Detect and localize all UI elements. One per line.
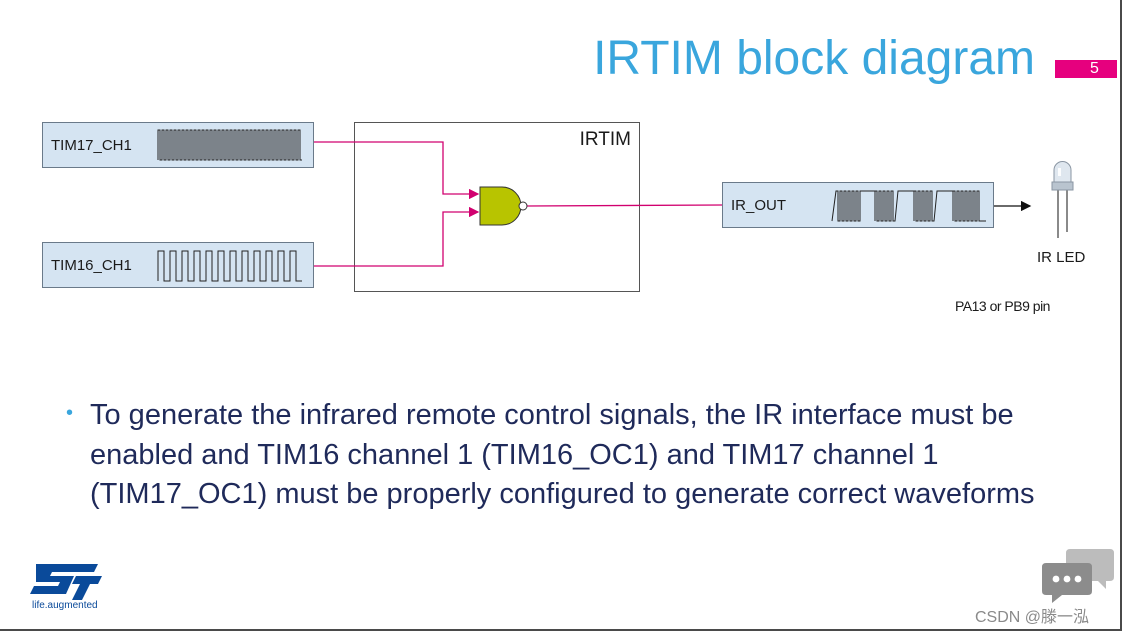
watermark: CSDN @滕一泓 bbox=[975, 609, 1090, 626]
st-tagline: life.augmented bbox=[32, 600, 98, 611]
tim17-label: TIM17_CH1 bbox=[51, 137, 132, 154]
wire-tim16-to-gate bbox=[314, 206, 480, 267]
ir-out-label: IR_OUT bbox=[731, 197, 787, 214]
bullet-marker-icon: • bbox=[66, 402, 74, 424]
st-logo-icon bbox=[30, 564, 102, 600]
ir-led-icon bbox=[1051, 161, 1074, 238]
page-number: 5 bbox=[1090, 60, 1099, 77]
wire-gate-to-irout bbox=[526, 204, 723, 207]
tim16-signal-box: TIM16_CH1 bbox=[42, 242, 314, 288]
irtim-label: IRTIM bbox=[579, 129, 631, 150]
chat-bubble-icon bbox=[1042, 549, 1114, 603]
pin-label: PA13 or PB9 pin bbox=[955, 298, 1050, 314]
tim17-waveform bbox=[157, 129, 302, 161]
ir-out-waveform bbox=[831, 190, 986, 222]
nand-gate-icon bbox=[479, 186, 528, 226]
ir-led-label: IR LED bbox=[1037, 249, 1086, 266]
bullet-text: To generate the infrared remote control … bbox=[90, 399, 1035, 510]
tim16-waveform bbox=[157, 250, 302, 282]
wire-tim17-to-gate bbox=[314, 141, 480, 200]
irtim-block: IRTIM bbox=[354, 122, 640, 292]
page-title: IRTIM block diagram bbox=[593, 32, 1035, 85]
page-number-badge: 5 bbox=[1055, 60, 1117, 78]
tim16-label: TIM16_CH1 bbox=[51, 257, 132, 274]
